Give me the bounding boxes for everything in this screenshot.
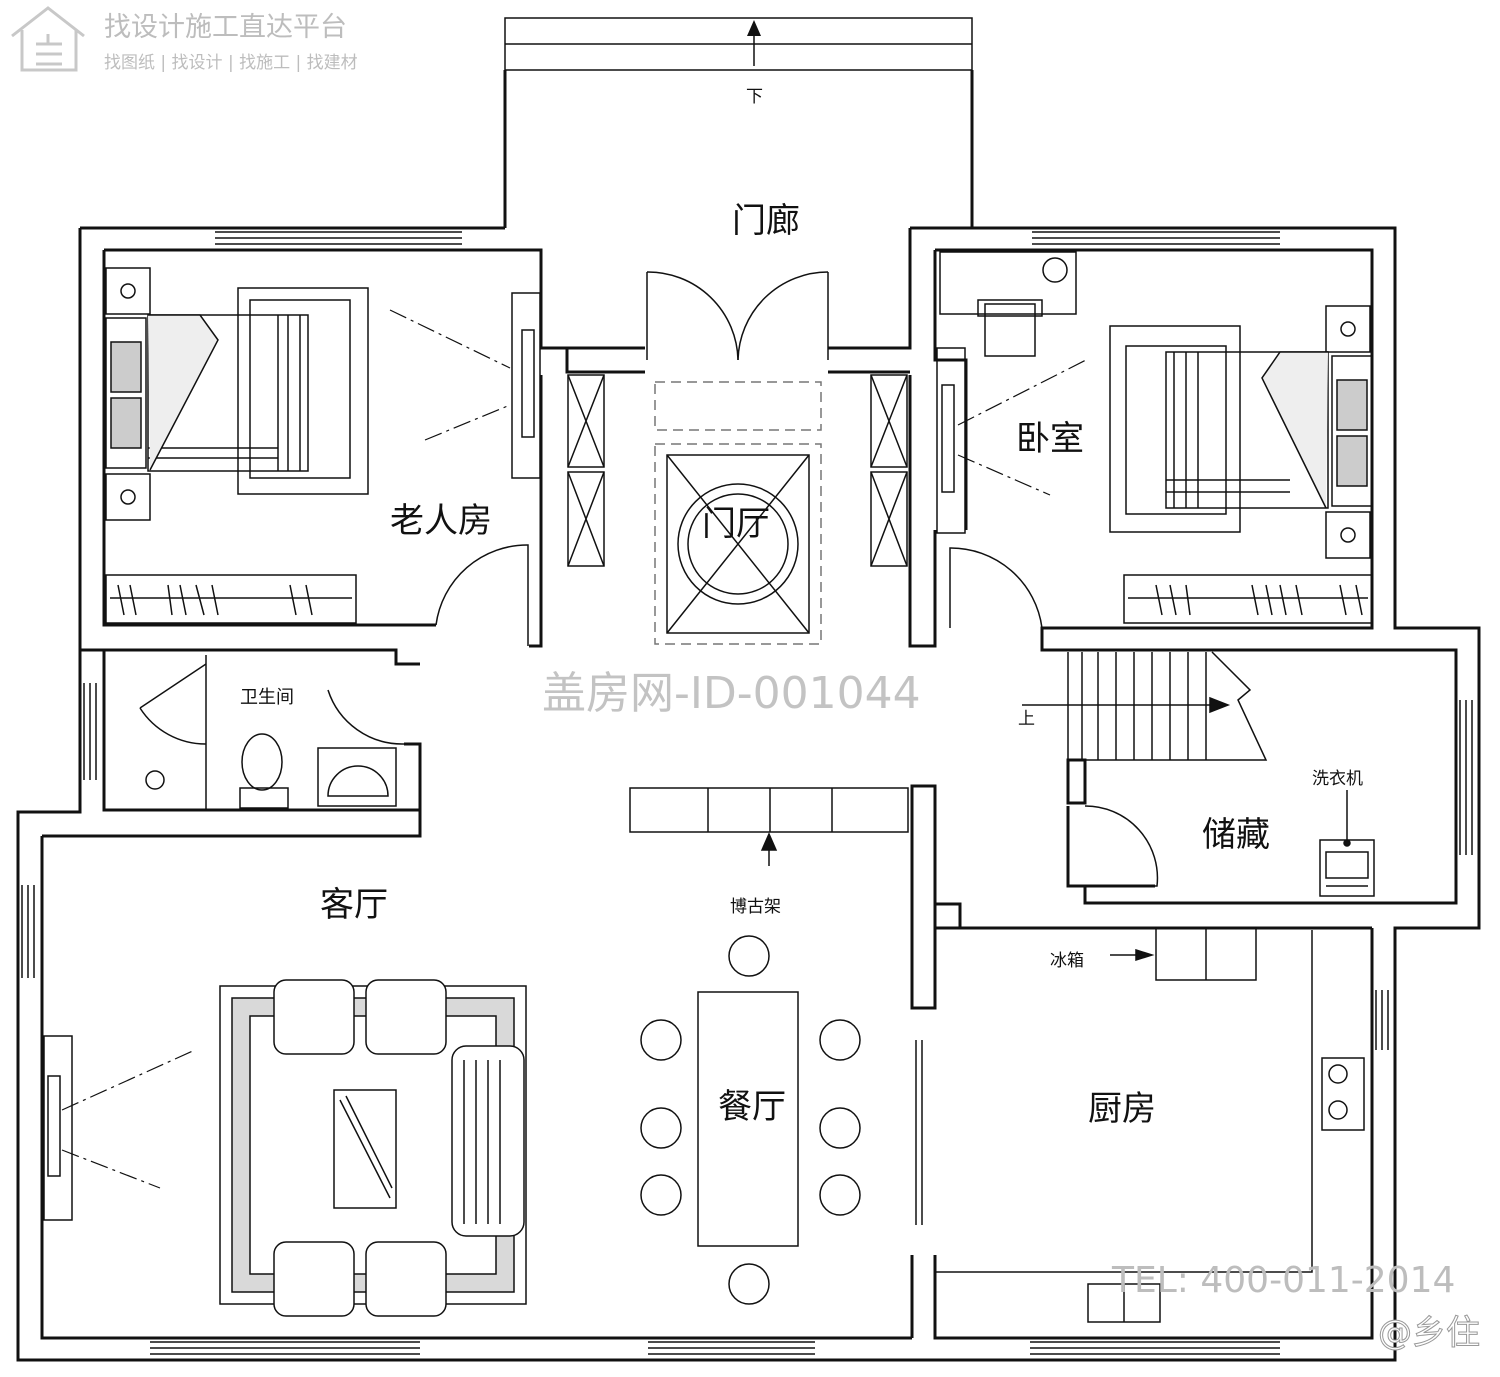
foyer-shoe-cabinets [567, 374, 908, 567]
bedroom-desk-chair [939, 251, 1077, 357]
elder-room-wardrobe [105, 574, 357, 624]
bedroom-door [949, 547, 1043, 629]
fridge-label: 冰箱 [1050, 951, 1084, 971]
room-label-storage: 储藏 [1202, 815, 1270, 855]
bedroom-tv [936, 347, 1087, 534]
stairs [1022, 651, 1268, 761]
site-id-watermark: 盖房网-ID-001044 [542, 668, 921, 719]
entry-double-door [646, 271, 829, 361]
stairs-down-label: 下 [746, 87, 763, 107]
room-label-kitchen: 厨房 [1088, 1089, 1156, 1129]
room-label-bedroom: 卧室 [1016, 419, 1084, 459]
kitchen-counter [936, 930, 1365, 1323]
room-label-living-room: 客厅 [320, 885, 388, 925]
phone-watermark: TEL: 400-011-2014 [1111, 1260, 1455, 1301]
windows [21, 231, 1473, 1355]
washing-machine [1319, 790, 1375, 897]
elder-room-door [435, 544, 529, 646]
author-watermark: @乡住 [1378, 1313, 1480, 1353]
room-label-elder-room: 老人房 [390, 501, 492, 541]
platform-links-watermark: 找图纸 | 找设计 | 找施工 | 找建材 [104, 53, 358, 73]
elder-room-tv [389, 292, 541, 479]
living-room-sofa-set [219, 979, 527, 1317]
bedroom-bed [1109, 305, 1373, 559]
room-label-dining-room: 餐厅 [718, 1087, 786, 1127]
curio-shelf-label: 博古架 [730, 897, 781, 917]
storage-door [1084, 805, 1159, 887]
porch [503, 17, 974, 228]
house-logo-icon [11, 6, 85, 72]
bedroom-wardrobe [1123, 574, 1373, 624]
fridge [1110, 927, 1257, 981]
dining-table [640, 935, 861, 1305]
bathroom-fixtures [139, 655, 405, 810]
room-label-bathroom: 卫生间 [240, 687, 294, 708]
stairs-up-label: 上 [1018, 709, 1035, 729]
room-label-porch: 门廊 [732, 201, 800, 241]
foyer-ceiling-outline [654, 381, 822, 645]
curio-shelf [629, 787, 909, 866]
platform-title-watermark: 找设计施工直达平台 [104, 12, 347, 43]
exterior-walls [16, 226, 1481, 1362]
washing-machine-label: 洗衣机 [1312, 769, 1363, 789]
room-label-foyer: 门厅 [702, 504, 770, 544]
living-room-tv [43, 1035, 196, 1221]
elder-room-bed [105, 267, 369, 521]
